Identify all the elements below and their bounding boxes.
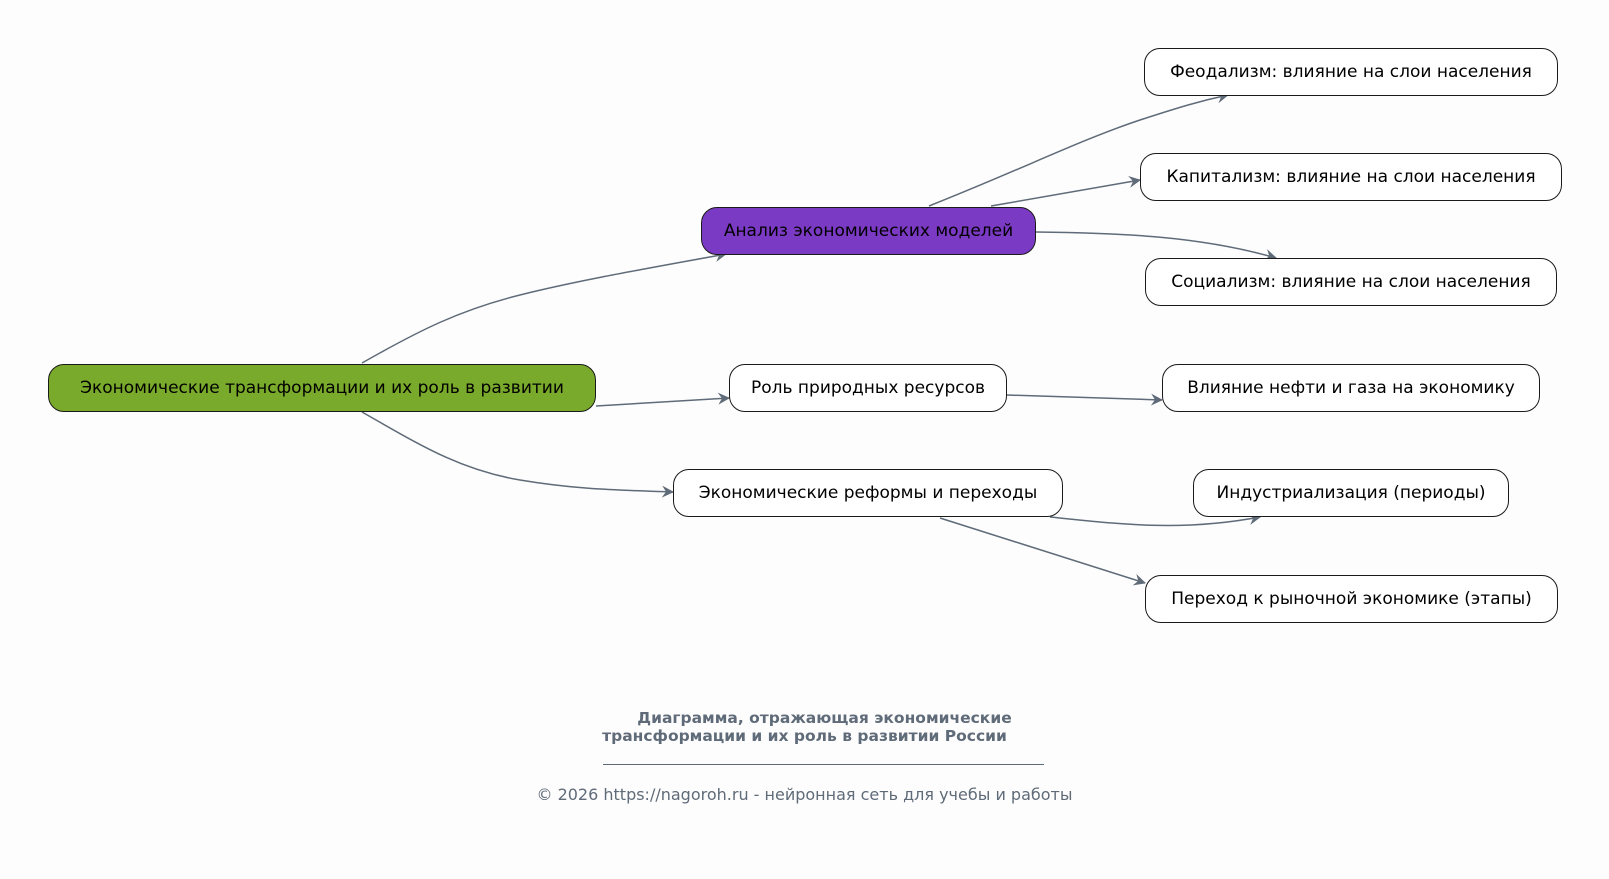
node-economic-models[interactable]: Анализ экономических моделей <box>701 207 1036 255</box>
node-capitalism[interactable]: Капитализм: влияние на слои населения <box>1140 153 1562 201</box>
node-socialism[interactable]: Социализм: влияние на слои населения <box>1145 258 1557 306</box>
node-feudalism[interactable]: Феодализм: влияние на слои населения <box>1144 48 1558 96</box>
node-natural-resources[interactable]: Роль природных ресурсов <box>729 364 1007 412</box>
edge-root-resources <box>595 392 730 407</box>
diagram-caption-line-1: Диаграмма, отражающая экономические <box>637 709 1012 727</box>
node-root[interactable]: Экономические трансформации и их роль в … <box>48 364 596 412</box>
edge-reforms-industrialization <box>1049 513 1261 527</box>
node-reforms[interactable]: Экономические реформы и переходы <box>673 469 1063 517</box>
caption-divider <box>603 764 1044 765</box>
edge-resources-oilgas <box>1006 393 1163 406</box>
edge-root-reforms <box>361 411 674 498</box>
edge-models-feudalism <box>928 91 1229 207</box>
footer-copyright: © 2026 https://nagoroh.ru - нейронная се… <box>536 785 1073 804</box>
node-market-transition[interactable]: Переход к рыночной экономике (этапы) <box>1145 575 1558 623</box>
edge-reforms-market <box>939 517 1146 586</box>
edge-models-socialism <box>1035 231 1277 261</box>
node-oil-gas[interactable]: Влияние нефти и газа на экономику <box>1162 364 1540 412</box>
node-industrialization[interactable]: Индустриализация (периоды) <box>1193 469 1509 517</box>
edge-models-capitalism <box>990 175 1141 207</box>
edge-root-models <box>361 250 727 364</box>
diagram-caption-line-2: трансформации и их роль в развитии Росси… <box>602 727 1007 745</box>
